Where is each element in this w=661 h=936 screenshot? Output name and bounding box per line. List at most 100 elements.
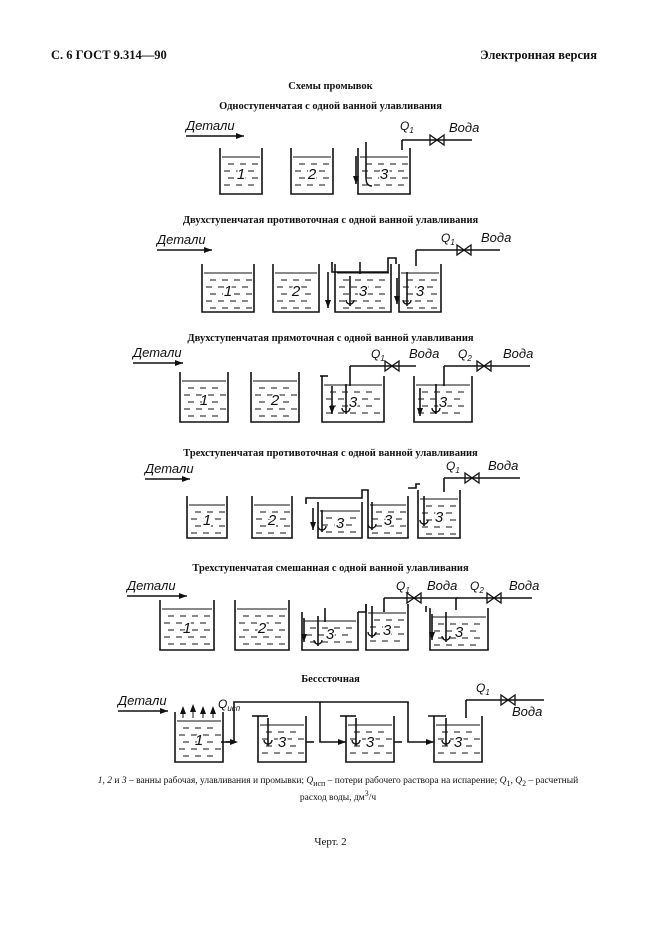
bath-number: 2 bbox=[307, 166, 317, 183]
bath-number: 1 bbox=[200, 392, 208, 409]
page-header-left: С. 6 ГОСТ 9.314—90 bbox=[51, 48, 167, 62]
bath-tank bbox=[290, 148, 334, 195]
bath-tank bbox=[159, 600, 215, 651]
details-arrow-head bbox=[182, 476, 190, 482]
bath-tank bbox=[234, 600, 290, 651]
scheme-title-4: Трехступенчатая противоточная с одной ва… bbox=[183, 448, 478, 459]
flow-rate-label: Q1 bbox=[446, 459, 460, 475]
valve-icon bbox=[406, 591, 416, 605]
section-title: Схемы промывок bbox=[288, 81, 373, 92]
figure-legend: 1, 2 и 3 – ванны рабочая, улавливания и … bbox=[97, 776, 579, 804]
bath-number: 2 bbox=[267, 512, 277, 529]
details-arrow-head bbox=[236, 133, 244, 139]
valve-icon bbox=[500, 693, 510, 707]
bath-tank bbox=[321, 376, 385, 423]
bath-tank bbox=[201, 264, 255, 313]
water-label: Вода bbox=[488, 458, 518, 473]
siphon-loop bbox=[313, 639, 323, 645]
bath-tank bbox=[413, 376, 473, 423]
bath-number: 3 bbox=[278, 734, 287, 751]
details-arrow-head bbox=[204, 247, 212, 253]
details-label: Детали bbox=[125, 578, 176, 593]
bath-tank bbox=[257, 716, 307, 763]
bath-number: 3 bbox=[380, 166, 389, 183]
details-label: Детали bbox=[184, 118, 235, 133]
flow-rate-label: Q2 bbox=[470, 579, 484, 595]
siphon-loop bbox=[431, 407, 441, 413]
scheme-title-5: Трехступенчатая смешанная с одной ванной… bbox=[192, 563, 469, 574]
details-label: Детали bbox=[143, 461, 194, 476]
bath-number: 3 bbox=[384, 512, 393, 529]
valve-icon bbox=[470, 471, 480, 485]
siphon-loop bbox=[341, 407, 351, 413]
bath-number: 1 bbox=[183, 620, 191, 637]
bath-tank bbox=[398, 264, 442, 313]
evaporation-arrow bbox=[210, 706, 216, 714]
bath-number: 3 bbox=[439, 394, 448, 411]
bath-number: 3 bbox=[366, 734, 375, 751]
water-label: Вода bbox=[503, 346, 533, 361]
bath-number: 1 bbox=[224, 283, 232, 300]
drain-arrow bbox=[301, 634, 307, 642]
valve-icon bbox=[412, 591, 422, 605]
valve-icon bbox=[492, 591, 502, 605]
bath-number: 2 bbox=[291, 283, 301, 300]
flow-rate-label: Q1 bbox=[400, 119, 414, 135]
bath-tank bbox=[250, 372, 300, 423]
siphon-loop bbox=[441, 635, 451, 641]
page-header-right: Электронная версия bbox=[480, 48, 597, 62]
flow-rate-label: Q1 bbox=[441, 231, 455, 247]
valve-icon bbox=[456, 243, 466, 257]
bath-tank bbox=[174, 712, 224, 763]
flow-arrow bbox=[338, 739, 346, 745]
valve-icon bbox=[486, 591, 496, 605]
details-label: Детали bbox=[116, 693, 167, 708]
bath-number: 3 bbox=[336, 515, 345, 532]
flow-rate-label: Q1 bbox=[476, 681, 490, 697]
water-label: Вода bbox=[449, 120, 479, 135]
evaporation-arrow bbox=[180, 706, 186, 714]
siphon-loop bbox=[351, 739, 361, 745]
valve-icon bbox=[435, 133, 445, 147]
flow-arrow bbox=[426, 739, 434, 745]
bath-tank bbox=[179, 372, 229, 423]
details-arrow-head bbox=[179, 593, 187, 599]
siphon-loop bbox=[367, 523, 377, 529]
bath-tank bbox=[367, 496, 409, 539]
bath-number: 2 bbox=[257, 620, 267, 637]
bath-number: 3 bbox=[454, 734, 463, 751]
siphon-loop bbox=[419, 519, 429, 525]
water-label: Вода bbox=[427, 578, 457, 593]
bath-tank bbox=[301, 612, 359, 651]
valve-icon bbox=[464, 471, 474, 485]
details-label: Детали bbox=[131, 345, 182, 360]
bath-tank bbox=[429, 608, 489, 651]
siphon-loop bbox=[345, 299, 355, 305]
bath-tank bbox=[345, 716, 395, 763]
flow-rate-label: Q1 bbox=[371, 347, 385, 363]
figure-caption: Черт. 2 bbox=[314, 836, 347, 848]
scheme-title-1: Одноступенчатая с одной ванной улавливан… bbox=[219, 101, 442, 112]
water-label: Вода bbox=[481, 230, 511, 245]
evaporation-arrow bbox=[200, 706, 206, 714]
siphon-loop bbox=[367, 631, 377, 637]
bath-number: 3 bbox=[416, 283, 425, 300]
details-arrow-head bbox=[160, 708, 168, 714]
bath-tank bbox=[334, 264, 392, 313]
valve-icon bbox=[506, 693, 516, 707]
siphon-loop bbox=[402, 299, 412, 305]
bath-number: 3 bbox=[383, 622, 392, 639]
drain-arrow bbox=[429, 632, 435, 640]
valve-icon bbox=[462, 243, 472, 257]
siphon-loop bbox=[317, 525, 327, 531]
bath-number: 3 bbox=[326, 626, 335, 643]
scheme-title-2: Двухступенчатая противоточная с одной ва… bbox=[182, 215, 479, 226]
valve-icon bbox=[429, 133, 439, 147]
drain-arrow bbox=[325, 300, 331, 308]
water-label: Вода bbox=[509, 578, 539, 593]
bath-tank bbox=[219, 148, 263, 195]
drain-arrow bbox=[310, 522, 316, 530]
inlet-curve bbox=[365, 177, 373, 187]
flow-rate-label: Q2 bbox=[458, 347, 472, 363]
flow-rate-label: Q1 bbox=[396, 579, 410, 595]
